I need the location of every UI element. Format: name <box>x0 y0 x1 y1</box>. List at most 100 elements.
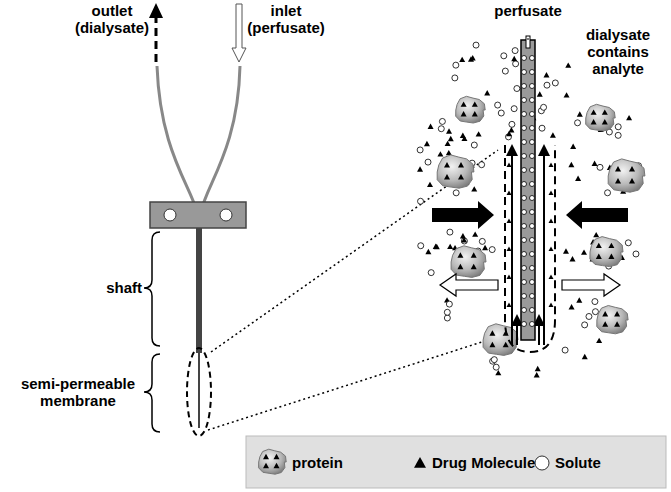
solute <box>522 210 527 215</box>
drug-molecule <box>468 56 474 61</box>
inlet-label: inlet (perfusate) <box>244 2 328 36</box>
drug-molecule <box>549 275 554 280</box>
drug-molecule <box>447 244 453 249</box>
solute <box>495 102 501 108</box>
outlet-tube <box>157 66 197 212</box>
solute <box>522 98 527 103</box>
drug-molecule <box>446 128 452 133</box>
drug-molecule <box>457 252 463 257</box>
drug-molecule <box>608 254 614 259</box>
solute <box>491 357 497 363</box>
solute <box>473 42 479 48</box>
drug-molecule <box>602 321 608 326</box>
probe-shaft <box>196 228 202 353</box>
solute <box>522 238 527 243</box>
drug-molecule <box>427 182 433 187</box>
solute <box>509 121 515 127</box>
solute <box>530 280 535 285</box>
drug-molecule <box>461 111 467 116</box>
solute <box>493 364 499 370</box>
solute <box>513 61 519 67</box>
protein <box>437 155 474 188</box>
solute <box>461 238 467 244</box>
flux-arrows <box>432 201 628 296</box>
drug-molecule <box>549 191 554 196</box>
drug-molecule <box>461 101 467 106</box>
drug-molecule <box>472 111 478 116</box>
solute <box>586 313 592 319</box>
solute <box>479 238 485 244</box>
solute <box>530 126 535 131</box>
solute <box>444 315 450 321</box>
drug-molecule <box>608 243 614 248</box>
solute <box>615 124 621 130</box>
solute <box>582 322 588 328</box>
solute <box>522 196 527 201</box>
protein <box>586 104 616 131</box>
drug-molecule <box>549 163 554 168</box>
solute <box>502 68 508 74</box>
solute <box>501 53 507 59</box>
solute <box>522 112 527 117</box>
dialysate-label: dialysate contains analyte <box>572 26 664 77</box>
solute <box>418 198 424 204</box>
drug-molecule <box>417 166 423 171</box>
solute <box>592 299 598 305</box>
solute <box>471 142 477 148</box>
drug-molecule <box>593 232 599 237</box>
solute <box>530 308 535 313</box>
drug-molecule <box>424 141 430 146</box>
drug-molecule <box>507 275 512 280</box>
drug-molecule <box>471 252 477 257</box>
membrane-label: semi-permeable membrane <box>14 375 142 409</box>
inlet-arrow <box>232 4 246 62</box>
drug-molecule <box>564 92 570 97</box>
drug-molecule <box>537 91 543 96</box>
solute <box>446 301 452 307</box>
drug-molecule <box>274 463 280 468</box>
drug-molecule <box>602 119 608 124</box>
drug-molecule <box>596 338 602 343</box>
drug-molecule <box>591 109 597 114</box>
drug-molecule <box>629 178 635 183</box>
proteins <box>437 96 645 355</box>
solute <box>522 266 527 271</box>
drug-molecule <box>414 457 426 468</box>
solute <box>625 240 631 246</box>
drug-molecule <box>460 133 466 138</box>
drug-molecule <box>495 370 501 375</box>
solute <box>522 56 527 61</box>
solute <box>575 120 581 126</box>
legend-text: Drug Molecule <box>432 454 535 471</box>
drug-molecule <box>511 56 517 61</box>
solute <box>447 229 453 235</box>
drug-molecule <box>568 162 574 167</box>
solute <box>514 86 520 92</box>
drug-molecule <box>476 131 482 136</box>
solute <box>439 118 445 124</box>
solute <box>438 126 444 132</box>
solute <box>522 294 527 299</box>
drug-molecule <box>472 231 478 236</box>
probe-holder <box>150 202 246 228</box>
drug-molecule <box>489 330 495 335</box>
solute <box>530 56 535 61</box>
drug-molecule <box>535 366 541 371</box>
outlet-label: outlet (dialysate) <box>70 2 154 36</box>
legend-text: Solute <box>555 454 601 471</box>
drug-molecule <box>582 354 588 359</box>
drug-molecule <box>626 115 632 120</box>
drug-molecule <box>508 127 514 132</box>
drug-molecule <box>569 256 575 261</box>
solute <box>535 456 549 470</box>
drug-molecule <box>614 321 620 326</box>
solute <box>522 322 527 327</box>
drug-molecule <box>444 162 450 167</box>
drug-molecule <box>437 151 443 156</box>
drug-molecule <box>458 162 464 167</box>
drug-molecule <box>460 233 466 238</box>
legend-text: protein <box>292 454 343 471</box>
solute <box>522 308 527 313</box>
drug-molecule <box>444 174 450 179</box>
drug-molecule <box>596 254 602 259</box>
